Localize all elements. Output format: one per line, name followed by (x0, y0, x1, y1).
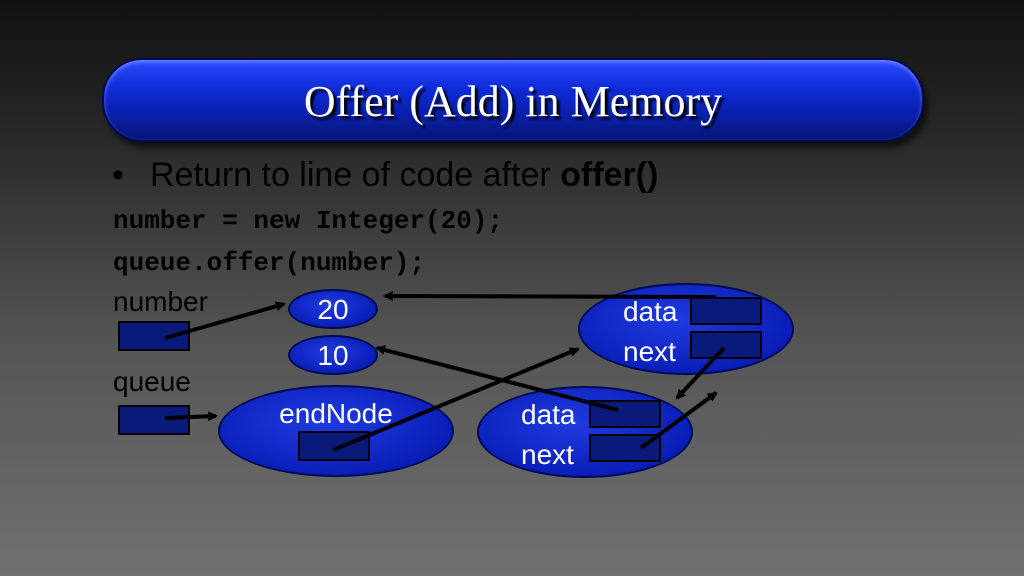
node-10-data-label: data (521, 399, 576, 430)
integer-10-value: 10 (317, 340, 349, 371)
node-20-data-label: data (623, 296, 678, 327)
arrow-newnode-data-to-20 (383, 291, 717, 302)
slide-title: Offer (Add) in Memory (303, 77, 723, 126)
title-banner: Offer (Add) in Memory (102, 58, 924, 142)
arrow-queue-to-endnode (164, 411, 218, 422)
end-node-object: endNode (218, 385, 454, 477)
node-10-data-box (589, 400, 661, 428)
node-10-next-label: next (521, 439, 574, 470)
code-line-2: queue.offer(number); (113, 248, 426, 278)
code-line-1: number = new Integer(20); (113, 206, 504, 236)
number-variable-label: number (113, 286, 208, 317)
node-20-data-box (690, 297, 762, 325)
end-node-label: endNode (279, 398, 393, 429)
node-10-object: data next (477, 386, 693, 478)
integer-20-value: 20 (317, 294, 349, 325)
queue-variable-box (118, 405, 190, 435)
node-20-next-label: next (623, 336, 676, 367)
end-node-pointer-box (298, 431, 370, 461)
arrow-node10-next-to-newnode (639, 391, 718, 450)
integer-10-object: 10 (288, 335, 378, 375)
node-10-next-box (589, 434, 661, 462)
bullet-plain-text: Return to line of code after (150, 156, 561, 194)
node-20-next-box (690, 331, 762, 359)
arrow-node10-data-to-10 (375, 345, 619, 412)
arrow-endnode-to-new-node (332, 347, 580, 452)
queue-variable-label: queue (113, 366, 191, 397)
arrow-number-to-20 (164, 301, 286, 340)
bullet-bold-text: offer() (560, 156, 659, 194)
integer-20-object: 20 (288, 289, 378, 329)
arrow-newnode-next-to-node10 (675, 346, 726, 400)
bullet-marker: • (112, 156, 124, 194)
bullet-text: Return to line of code after offer() (150, 158, 658, 192)
